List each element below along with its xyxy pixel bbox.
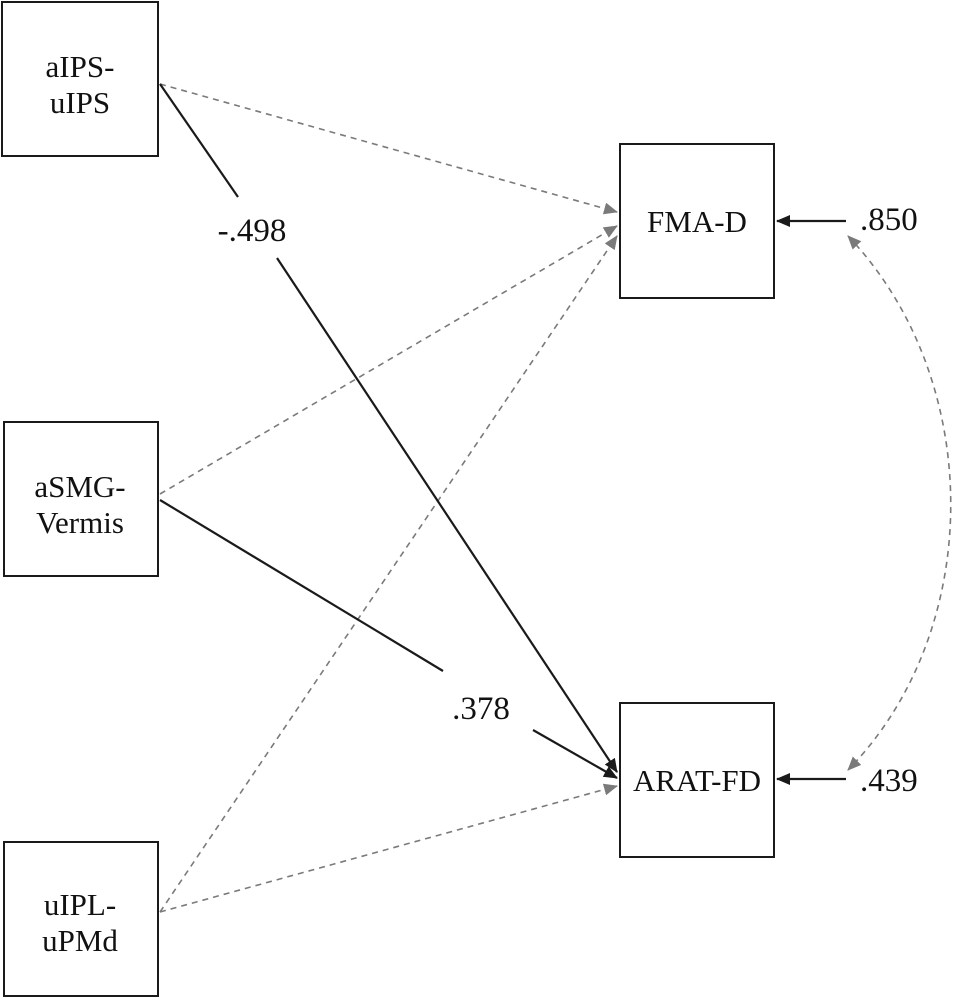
box-uipl-upmd: uIPL- uPMd xyxy=(3,841,159,997)
path-uipl-upmd-to-arat-fd xyxy=(159,783,618,913)
error-value-arat-fd: .439 xyxy=(860,763,918,799)
box-aips-uips-line1: aIPS- xyxy=(46,49,115,84)
coefficient-asmg-vermis-to-arat-fd: .378 xyxy=(452,691,510,727)
box-arat-fd-label: ARAT-FD xyxy=(633,763,761,798)
error-value-fma-d: .850 xyxy=(860,202,918,238)
box-aips-uips-line2: uIPS xyxy=(50,85,110,120)
error-covariance-curve xyxy=(847,235,952,771)
box-asmg-vermis-line1: aSMG- xyxy=(34,469,125,504)
box-uipl-upmd-line1: uIPL- xyxy=(44,887,116,922)
box-aips-uips: aIPS- uIPS xyxy=(1,1,159,157)
box-fma-d-label: FMA-D xyxy=(647,204,747,239)
path-uipl-upmd-to-fma-d xyxy=(159,235,618,913)
box-uipl-upmd-line2: uPMd xyxy=(42,923,118,958)
box-asmg-vermis-line2: Vermis xyxy=(36,505,124,540)
path-asmg-vermis-to-arat-fd-seg2 xyxy=(532,729,618,779)
box-fma-d: FMA-D xyxy=(619,143,775,299)
path-aips-uips-to-fma-d xyxy=(159,83,618,215)
box-arat-fd: ARAT-FD xyxy=(619,702,775,858)
path-aips-uips-to-arat-fd-seg2 xyxy=(276,257,618,773)
path-aips-uips-to-arat-fd-seg1 xyxy=(159,83,239,198)
path-asmg-vermis-to-arat-fd-seg1 xyxy=(159,499,444,672)
path-asmg-vermis-to-fma-d xyxy=(159,225,618,495)
coefficient-aips-uips-to-arat-fd: -.498 xyxy=(218,213,287,249)
box-asmg-vermis: aSMG- Vermis xyxy=(3,421,159,577)
